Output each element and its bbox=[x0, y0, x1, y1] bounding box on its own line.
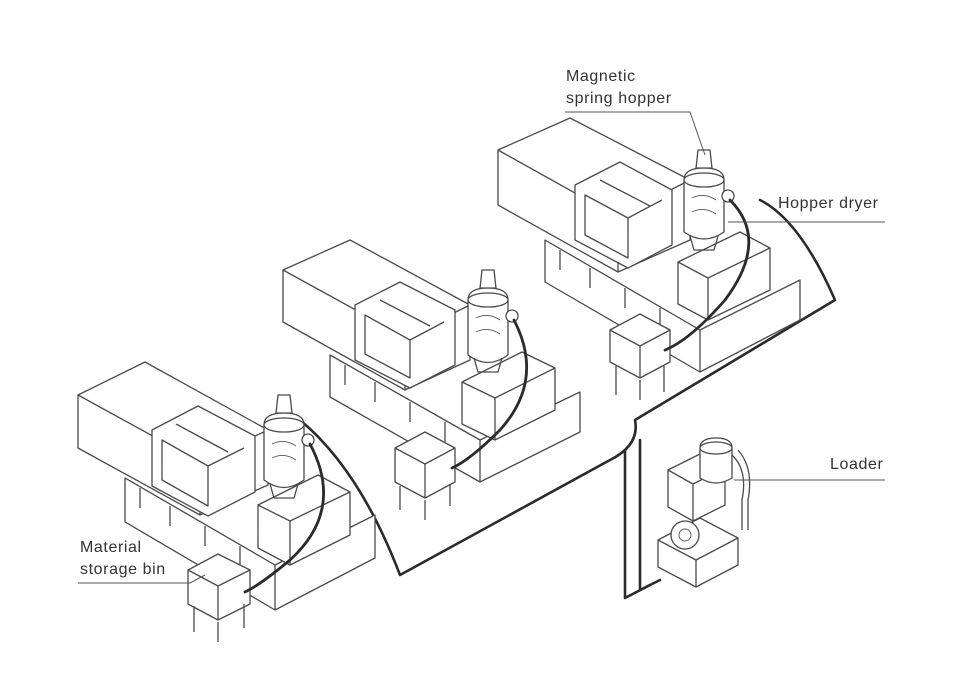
label-material-storage-bin-line1: Material bbox=[80, 539, 142, 556]
main-conveying-pipe bbox=[298, 198, 837, 577]
label-material-storage-bin-line2: storage bin bbox=[80, 561, 166, 578]
injection-molding-machine-3 bbox=[497, 117, 801, 400]
callout-line-material-storage-bin bbox=[78, 574, 206, 584]
label-magnetic-spring-hopper-line1: Magnetic bbox=[566, 68, 636, 85]
injection-molding-machine-2 bbox=[282, 239, 581, 520]
injection-molding-machine-1 bbox=[77, 361, 376, 642]
loader-feed-pipe bbox=[638, 438, 662, 592]
loader-feed-pipe-2 bbox=[623, 448, 652, 600]
label-magnetic-spring-hopper-line2: spring hopper bbox=[566, 90, 672, 107]
label-hopper-dryer: Hopper dryer bbox=[778, 195, 879, 212]
label-loader: Loader bbox=[830, 456, 884, 473]
loader-unit bbox=[657, 437, 751, 588]
callout-line-magnetic-spring-hopper bbox=[565, 111, 706, 156]
